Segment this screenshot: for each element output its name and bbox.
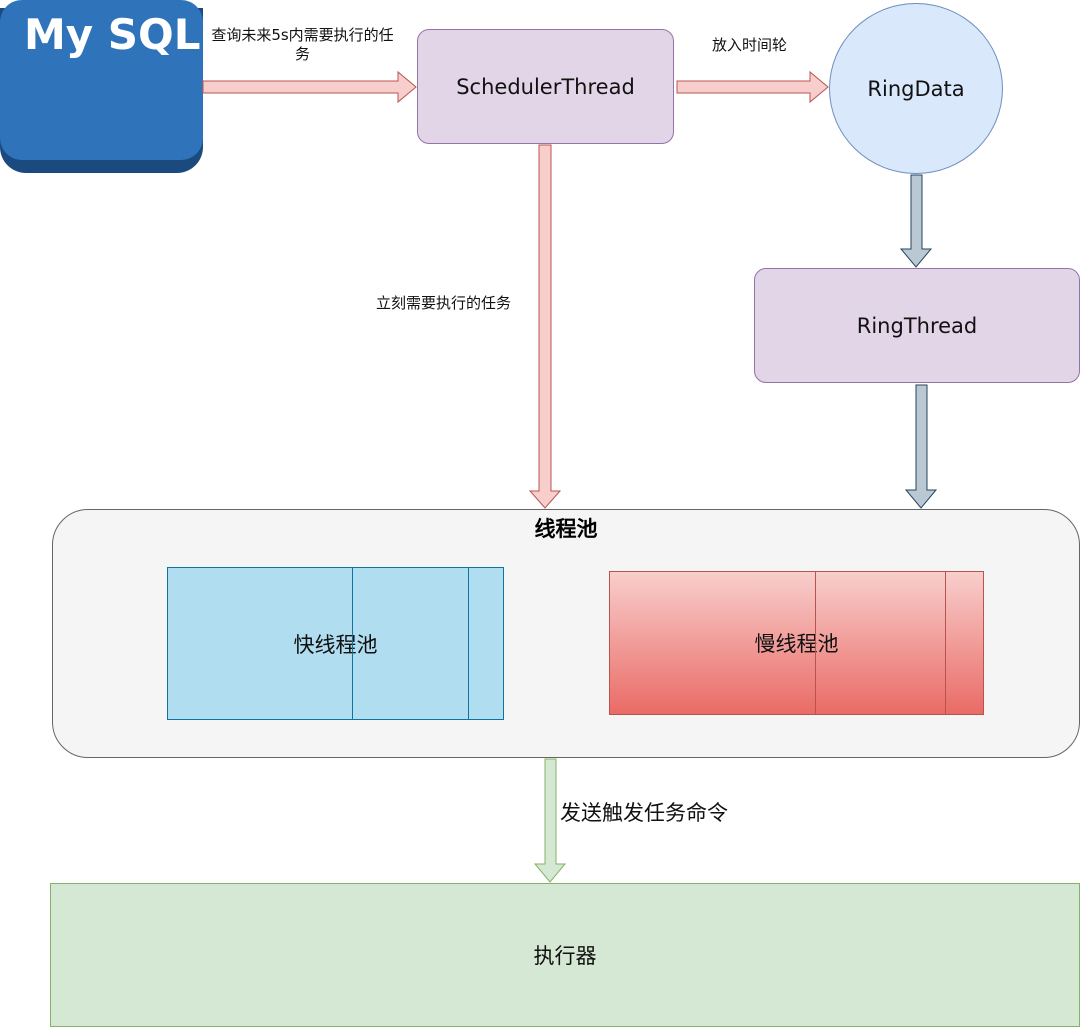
thread-pool-title: 线程池	[534, 517, 598, 541]
ring-thread-node[interactable]: RingThread	[754, 268, 1080, 383]
slow-pool-label: 慢线程池	[754, 632, 839, 656]
ring-data-label: RingData	[867, 76, 965, 101]
fast-thread-pool-node[interactable]: 快线程池	[167, 567, 504, 720]
executor-label: 执行器	[533, 944, 597, 968]
arrow-ringdata-to-ringthread	[899, 174, 933, 268]
arrow-scheduler-to-pool	[528, 144, 562, 509]
ring-thread-label: RingThread	[856, 313, 978, 338]
fast-pool-label: 快线程池	[293, 632, 378, 657]
slow-pool-left-bar	[778, 572, 816, 714]
slow-pool-right-bar	[945, 572, 983, 714]
fast-pool-left-bar	[318, 568, 353, 719]
arrow-scheduler-to-ringdata	[676, 70, 829, 104]
scheduler-thread-label: SchedulerThread	[456, 74, 635, 99]
edge-label-send: 发送触发任务命令	[560, 801, 728, 825]
ring-data-node[interactable]: RingData	[829, 3, 1003, 174]
slow-thread-pool-node[interactable]: 慢线程池	[609, 571, 984, 715]
fast-pool-right-bar	[468, 568, 503, 719]
edge-label-put-wheel: 放入时间轮	[712, 36, 788, 54]
arrow-ringthread-to-pool	[904, 384, 938, 509]
mysql-db[interactable]: My SQL	[0, 0, 203, 160]
edge-label-immediate: 立刻需要执行的任务	[376, 294, 512, 312]
executor-node[interactable]: 执行器	[50, 883, 1080, 1027]
mysql-label: My SQL	[24, 10, 201, 59]
arrow-pool-to-executor	[533, 758, 567, 883]
arrow-mysql-to-scheduler	[202, 70, 417, 104]
scheduler-thread-node[interactable]: SchedulerThread	[417, 29, 674, 144]
edge-label-query: 查询未来5s内需要执行的任务	[211, 26, 394, 63]
